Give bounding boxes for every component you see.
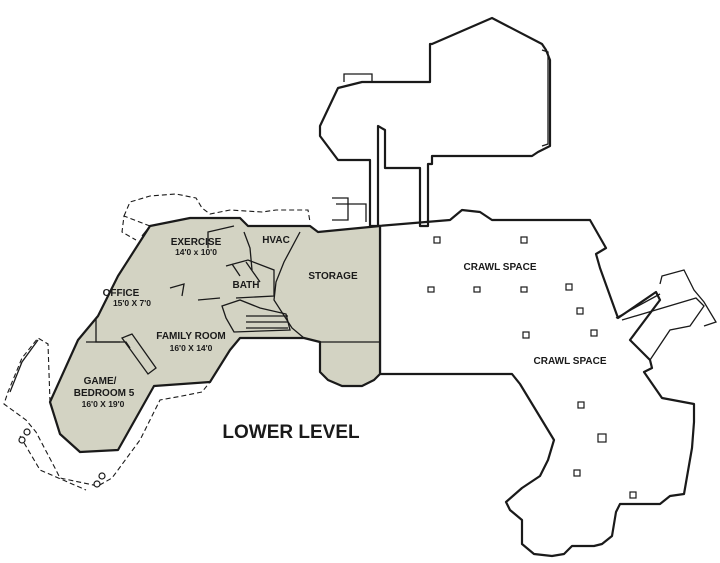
room-hvac-name: HVAC	[262, 235, 290, 246]
room-game-dims: 16'0 X 19'0	[82, 399, 125, 409]
room-family-dims: 16'0 X 14'0	[170, 343, 213, 353]
room-office-name: OFFICE	[103, 288, 140, 299]
room-office-dims: 15'0 X 7'0	[113, 298, 151, 308]
room-family-name: FAMILY ROOM	[156, 331, 225, 342]
room-storage-name: STORAGE	[308, 271, 358, 282]
finished-area	[48, 216, 382, 454]
deck-outlines	[3, 193, 311, 491]
room-bath-name: BATH	[232, 280, 259, 291]
room-game-name-line2: BEDROOM 5	[74, 388, 135, 399]
room-game-name-line1: GAME/	[84, 376, 117, 387]
upper-level-outline	[318, 16, 552, 228]
level-title: LOWER LEVEL	[222, 422, 360, 443]
room-crawl-south-name: CRAWL SPACE	[534, 356, 607, 367]
room-crawl-north-name: CRAWL SPACE	[464, 262, 537, 273]
room-exercise-name: EXERCISE	[171, 237, 222, 248]
crawl-space-area	[376, 208, 717, 558]
room-exercise-dims: 14'0 x 10'0	[175, 247, 217, 257]
deck-post-markers	[18, 428, 106, 488]
crawl-space-piers	[427, 236, 637, 499]
